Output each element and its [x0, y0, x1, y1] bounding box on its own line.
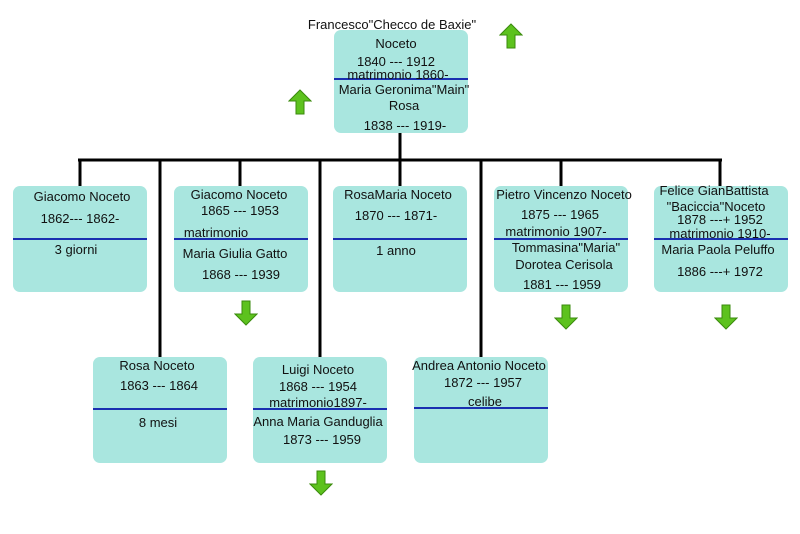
child-box-andrea — [414, 357, 548, 463]
child-separator — [333, 238, 467, 240]
child-name: Andrea Antonio Noceto — [412, 358, 546, 373]
child-spouse: Tommasina"Maria" — [511, 240, 621, 255]
child-box-luigi — [253, 357, 387, 463]
child-name: Rosa Noceto — [119, 358, 195, 373]
root-separator — [334, 78, 468, 80]
child-name: Giacomo Noceto — [190, 187, 288, 202]
child-nickname: "Baciccia"Noceto — [666, 199, 766, 214]
child-box-rosa — [93, 357, 227, 463]
root-spouse-years: 1838 --- 1919- — [363, 118, 447, 133]
child-separator — [174, 238, 308, 240]
up-arrow-icon[interactable] — [499, 23, 523, 49]
root-name: Francesco"Checco de Baxie" — [307, 17, 477, 32]
root-spouse-surname: Rosa — [388, 98, 420, 113]
child-years: 1872 --- 1957 — [443, 375, 523, 390]
child-separator — [414, 407, 548, 409]
root-surname: Noceto — [375, 36, 417, 51]
child-note: 3 giorni — [54, 242, 98, 257]
child-name: Pietro Vincenzo Noceto — [496, 187, 632, 202]
child-spouse-years: 1886 ---+ 1972 — [677, 264, 763, 279]
root-marriage: matrimonio 1860- — [347, 67, 449, 82]
root-person-box — [334, 30, 468, 133]
child-separator — [494, 238, 628, 240]
child-years: 1875 --- 1965 — [520, 207, 600, 222]
down-arrow-icon[interactable] — [554, 304, 578, 330]
child-spouse: Maria Paola Peluffo — [661, 242, 775, 257]
child-separator — [93, 408, 227, 410]
child-marriage: matrimonio1897- — [269, 395, 367, 410]
up-arrow-icon[interactable] — [288, 89, 312, 115]
child-name: RosaMaria Noceto — [344, 187, 452, 202]
child-years: 1862--- 1862- — [40, 211, 120, 226]
child-years: 1878 ---+ 1952 — [677, 212, 763, 227]
root-spouse: Maria Geronima"Main" — [338, 82, 470, 97]
child-years: 1865 --- 1953 — [200, 203, 280, 218]
down-arrow-icon[interactable] — [714, 304, 738, 330]
child-spouse: Anna Maria Ganduglia — [253, 414, 383, 429]
child-marriage: matrimonio 1907- — [505, 224, 607, 239]
down-arrow-icon[interactable] — [309, 470, 333, 496]
child-separator — [13, 238, 147, 240]
child-note: 1 anno — [376, 243, 416, 258]
child-spouse-years: 1881 --- 1959 — [522, 277, 602, 292]
child-years: 1870 --- 1871- — [354, 208, 438, 223]
child-separator — [654, 238, 788, 240]
down-arrow-icon[interactable] — [234, 300, 258, 326]
child-years: 1863 --- 1864 — [119, 378, 199, 393]
child-spouse-years: 1873 --- 1959 — [282, 432, 362, 447]
child-years: 1868 --- 1954 — [278, 379, 358, 394]
child-marriage: matrimonio 1910- — [669, 226, 771, 241]
child-note: celibe — [468, 394, 502, 409]
child-name: Giacomo Noceto — [33, 189, 131, 204]
root-years: 1840 --- 1912 — [356, 54, 436, 69]
child-name: Felice GianBattista — [659, 183, 769, 198]
child-spouse-years: 1868 --- 1939 — [201, 267, 281, 282]
child-marriage: matrimonio — [183, 225, 249, 240]
child-separator — [253, 408, 387, 410]
child-note: 8 mesi — [138, 415, 178, 430]
child-name: Luigi Noceto — [281, 362, 355, 377]
child-spouse-surname: Dorotea Cerisola — [515, 257, 613, 272]
child-spouse: Maria Giulia Gatto — [182, 246, 288, 261]
